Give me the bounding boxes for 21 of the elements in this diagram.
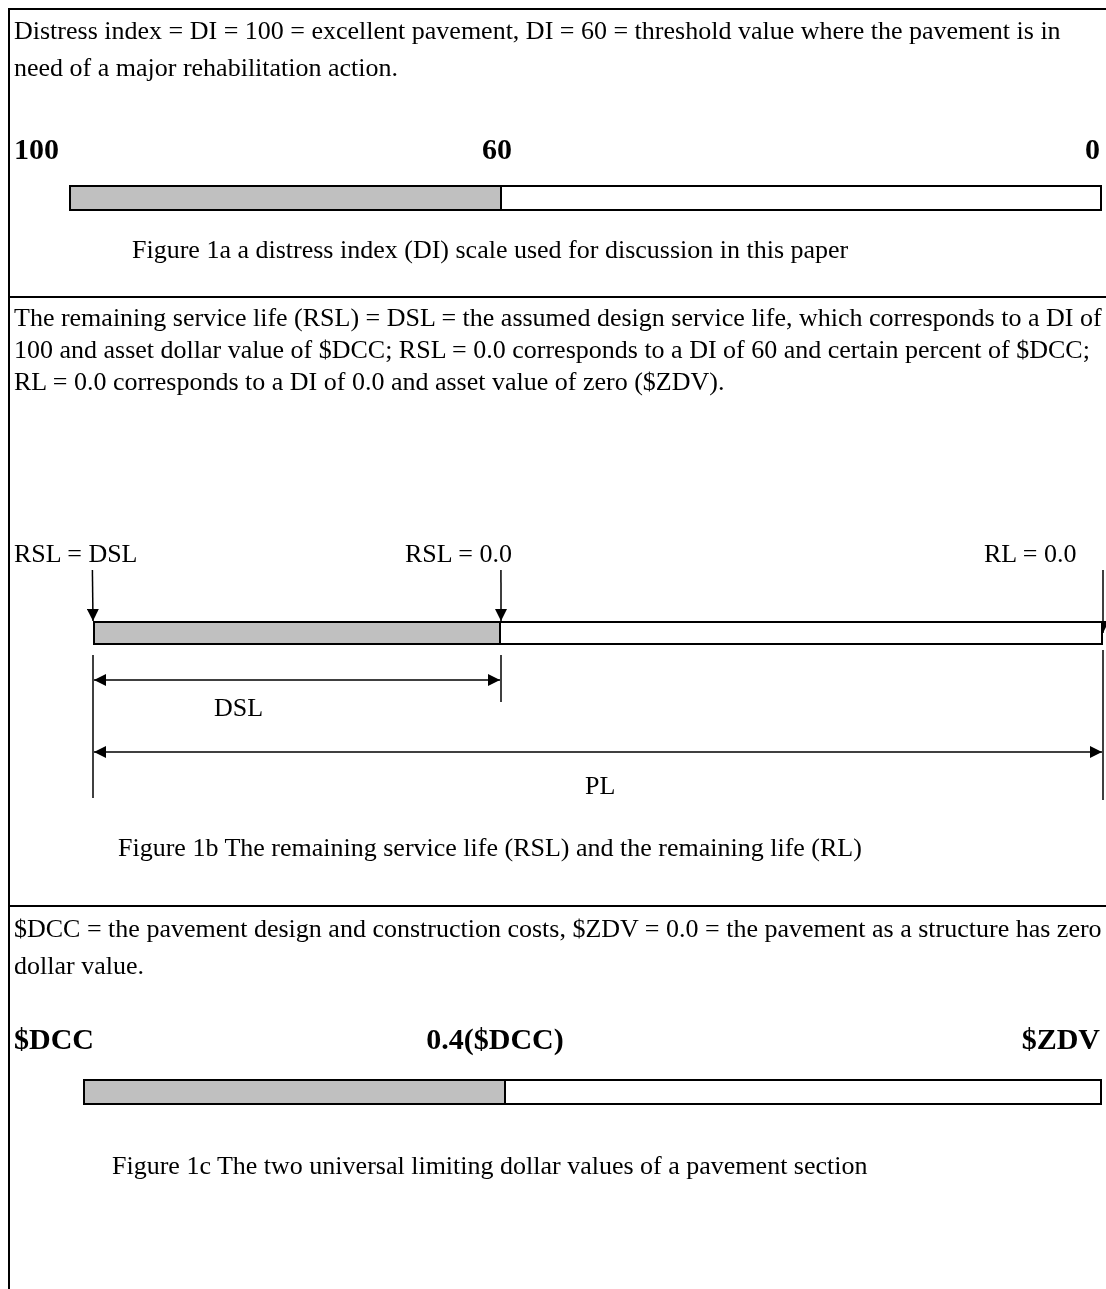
arrow	[86, 569, 99, 622]
scale-value: 0	[1084, 131, 1100, 167]
description-text: $DCC = the pavement design and construction costs, $ZDV = 0.0 = the pavement as a structure has zero dollar value.	[14, 913, 1103, 982]
figure-caption: Figure 1c The two universal limiting dollar values of a pavement section	[112, 1150, 868, 1182]
marker-label: RSL = 0.0	[405, 539, 512, 568]
arrow	[495, 569, 507, 622]
marker-label: RL = 0.0	[984, 539, 1077, 568]
scale-value: 60	[481, 131, 513, 167]
description-text: Distress index = DI = 100 = excellent pavement, DI = 60 = threshold value where the pavement is in need of a major rehabilitation action.	[14, 15, 1062, 84]
description-text: The remaining service life (RSL) = DSL = the assumed design service life, which corresponds to a DI of 100 and asset dollar value of $DCC; RSL = 0.0 corresponds to a DI of 60 and certain percent of $DCC; RL = 0.0 corresponds to a DI of 0.0 and asset value of zero ($ZDV).	[14, 302, 1103, 398]
marker-label: RSL = DSL	[14, 539, 138, 568]
figure-caption: Figure 1a a distress index (DI) scale used for discussion in this paper	[132, 234, 849, 266]
scale-value: $DCC	[14, 1021, 94, 1057]
bar-segment	[501, 621, 1103, 645]
scale-value: 100	[14, 131, 59, 167]
bar-segment	[93, 621, 501, 645]
scale-value: $ZDV	[1020, 1021, 1100, 1057]
dimension-label: PL	[585, 770, 616, 802]
figure-caption: Figure 1b The remaining service life (RSL) and the remaining life (RL)	[118, 832, 862, 864]
dimension-label: DSL	[214, 692, 264, 724]
scale-value: 0.4($DCC)	[425, 1021, 565, 1057]
